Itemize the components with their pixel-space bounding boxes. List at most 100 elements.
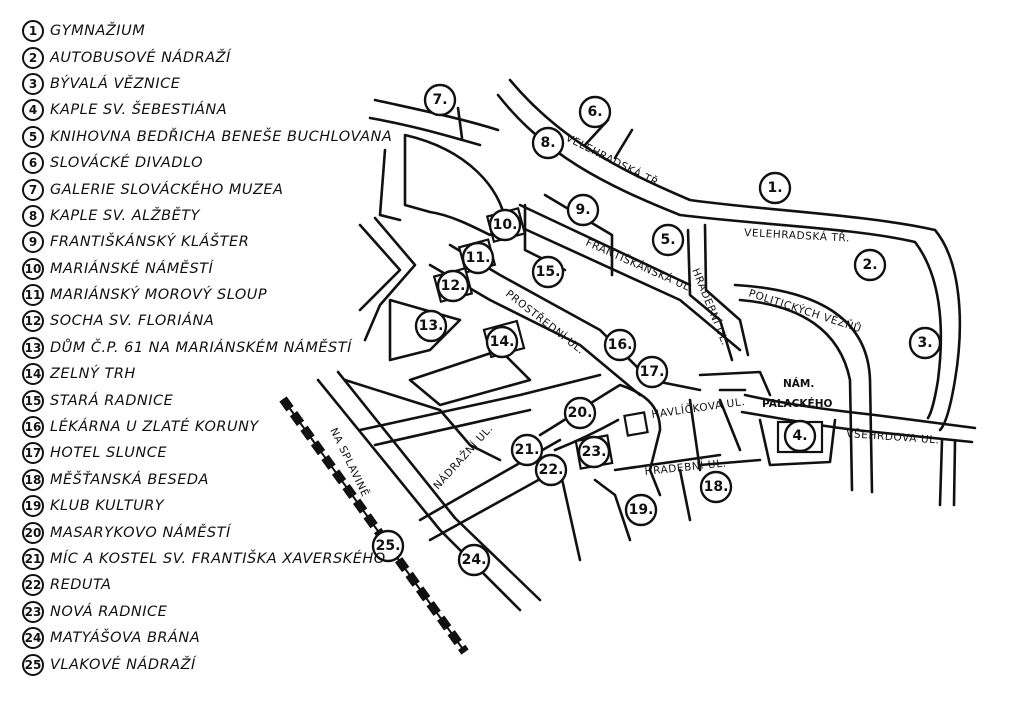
legend-number: 17 xyxy=(22,442,44,465)
legend-label: GYMNAŽIUM xyxy=(50,23,146,40)
legend-number: 7 xyxy=(22,178,44,201)
map-marker[interactable]: 25. xyxy=(371,529,405,563)
map-marker[interactable]: 11. xyxy=(461,241,495,275)
map-marker-label: 11. xyxy=(466,250,491,266)
map-marker-label: 4. xyxy=(792,428,807,444)
legend-number: 9 xyxy=(22,231,44,254)
legend-number: 1 xyxy=(22,20,44,43)
map-marker[interactable]: 20. xyxy=(563,396,597,430)
legend-label: MARIÁNSKÉ NÁMĚSTÍ xyxy=(50,260,214,277)
map-marker-label: 10. xyxy=(493,217,518,233)
map-marker-label: 1. xyxy=(767,180,782,196)
legend-label: MARIÁNSKÝ MOROVÝ SLOUP xyxy=(50,287,268,304)
map-marker[interactable]: 13. xyxy=(414,309,448,343)
street-label-velehradska-2: VELEHRADSKÁ TŘ. xyxy=(744,226,850,245)
map-marker-label: 14. xyxy=(490,334,515,350)
legend-number: 25 xyxy=(22,653,44,676)
map-marker-label: 23. xyxy=(582,444,607,460)
map-marker-label: 3. xyxy=(917,335,932,351)
map-marker[interactable]: 9. xyxy=(566,193,600,227)
legend-label: KLUB KULTURY xyxy=(50,498,165,515)
legend-number: 20 xyxy=(22,521,44,544)
legend-number: 16 xyxy=(22,416,44,439)
legend-number: 6 xyxy=(22,152,44,175)
map-markers: 1.2.3.4.5.6.7.8.9.10.11.12.13.14.15.16.1… xyxy=(371,83,942,577)
legend-item: 11 MARIÁNSKÝ MOROVÝ SLOUP xyxy=(22,282,422,308)
legend-number: 14 xyxy=(22,363,44,386)
map-marker[interactable]: 2. xyxy=(853,248,887,282)
legend-item: 15 STARÁ RADNICE xyxy=(22,387,422,413)
legend-number: 13 xyxy=(22,336,44,359)
map-marker[interactable]: 24. xyxy=(457,543,491,577)
map-marker-label: 17. xyxy=(640,364,665,380)
map-marker-label: 25. xyxy=(376,538,401,554)
map-marker-label: 12. xyxy=(441,278,466,294)
map-marker[interactable]: 1. xyxy=(758,171,792,205)
map-marker-label: 15. xyxy=(536,264,561,280)
map-marker-label: 18. xyxy=(704,479,729,495)
map-marker[interactable]: 22. xyxy=(534,453,568,487)
map-marker[interactable]: 15. xyxy=(531,255,565,289)
legend-label: BÝVALÁ VĚZNICE xyxy=(50,75,181,92)
map-marker[interactable]: 4. xyxy=(783,419,817,453)
map-marker[interactable]: 19. xyxy=(624,493,658,527)
legend-number: 2 xyxy=(22,46,44,69)
legend-item: 6 SLOVÁCKÉ DIVADLO xyxy=(22,150,422,176)
map-marker[interactable]: 12. xyxy=(436,269,470,303)
legend-label: SLOVÁCKÉ DIVADLO xyxy=(50,155,204,172)
legend-label: REDUTA xyxy=(50,577,112,594)
legend-item: 13 DŮM Č.P. 61 NA MARIÁNSKÉM NÁMĚSTÍ xyxy=(22,335,422,361)
legend-number: 5 xyxy=(22,125,44,148)
legend-label: LÉKÁRNA U ZLATÉ KORUNY xyxy=(50,419,259,436)
map-marker[interactable]: 23. xyxy=(577,435,611,469)
map-marker-label: 6. xyxy=(587,104,602,120)
legend-item: 17 HOTEL SLUNCE xyxy=(22,440,422,466)
map-marker[interactable]: 17. xyxy=(635,355,669,389)
map-marker-label: 8. xyxy=(540,135,555,151)
legend-label: DŮM Č.P. 61 NA MARIÁNSKÉM NÁMĚSTÍ xyxy=(50,339,352,356)
map-marker[interactable]: 8. xyxy=(531,126,565,160)
map-marker-label: 13. xyxy=(419,318,444,334)
legend-label: MÍC A KOSTEL SV. FRANTIŠKA XAVERSKÉHO xyxy=(50,551,386,567)
map-marker[interactable]: 5. xyxy=(651,223,685,257)
map-marker[interactable]: 6. xyxy=(578,95,612,129)
street-label-havlickova: HAVLÍČKOVA UL. xyxy=(651,395,746,421)
square-label-palackeho: PALACKÉHO xyxy=(762,397,832,410)
map-marker[interactable]: 18. xyxy=(699,470,733,504)
legend-label: MASARYKOVO NÁMĚSTÍ xyxy=(50,524,231,541)
map-marker[interactable]: 3. xyxy=(908,326,942,360)
legend-label: KAPLE SV. ŠEBESTIÁNA xyxy=(50,102,228,119)
map-marker[interactable]: 16. xyxy=(603,328,637,362)
legend-item: 16 LÉKÁRNA U ZLATÉ KORUNY xyxy=(22,414,422,440)
legend-label: HOTEL SLUNCE xyxy=(50,445,168,462)
legend-number: 18 xyxy=(22,468,44,491)
map-marker[interactable]: 7. xyxy=(423,83,457,117)
square-label-nam: NÁM. xyxy=(783,377,814,390)
legend-number: 19 xyxy=(22,495,44,518)
legend-label: STARÁ RADNICE xyxy=(50,392,174,409)
legend-label: VLAKOVÉ NÁDRAŽÍ xyxy=(50,656,196,673)
church-icon xyxy=(623,411,649,437)
legend-label: ZELNÝ TRH xyxy=(50,366,136,383)
legend-number: 15 xyxy=(22,389,44,412)
map-marker-label: 22. xyxy=(539,462,564,478)
map-marker-label: 2. xyxy=(862,257,877,273)
map-marker[interactable]: 21. xyxy=(510,433,544,467)
map-marker[interactable]: 10. xyxy=(488,208,522,242)
legend-label: MATYÁŠOVA BRÁNA xyxy=(50,630,201,647)
legend-item: 1 GYMNAŽIUM xyxy=(22,18,422,44)
legend-number: 11 xyxy=(22,284,44,307)
map-marker[interactable]: 14. xyxy=(485,325,519,359)
street-label-vsehrdova: VŠEHRDOVA UL. xyxy=(846,427,940,446)
